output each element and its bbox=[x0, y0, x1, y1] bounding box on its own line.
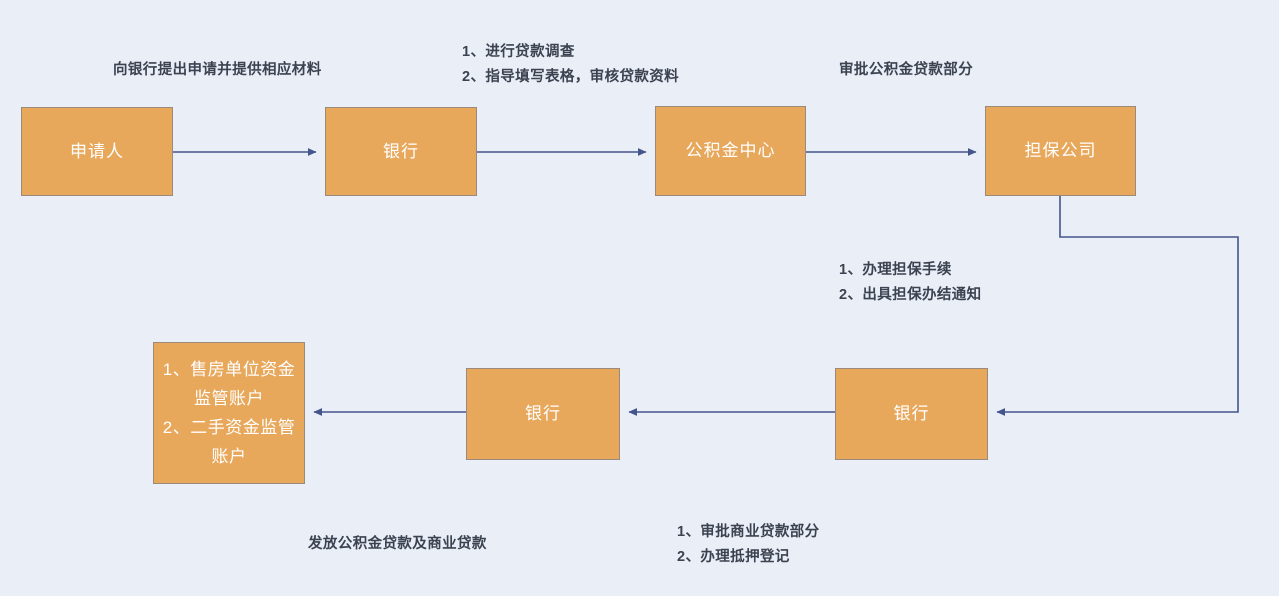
edge-label-loan-investigation: 1、进行贷款调查 2、指导填写表格，审核贷款资料 bbox=[462, 44, 680, 86]
node-bank-bottom-mid-label: 银行 bbox=[525, 404, 561, 424]
edge-label-commercial-approval: 1、审批商业贷款部分 2、办理抵押登记 bbox=[677, 524, 820, 566]
node-bank-top-label: 银行 bbox=[383, 141, 419, 161]
edge-label-disbursement: 发放公积金贷款及商业贷款 bbox=[308, 536, 487, 552]
node-fund-center-label: 公积金中心 bbox=[685, 141, 776, 161]
node-guarantee-company-label: 担保公司 bbox=[1024, 141, 1097, 161]
connector-guarantee-to-bank-bottom-right bbox=[996, 196, 1239, 416]
node-supervision-accounts-label: 1、售房单位资金监管账户 2、二手资金监管账户 bbox=[162, 359, 296, 467]
node-fund-center[interactable]: 公积金中心 bbox=[655, 106, 806, 196]
edge-label-fund-approval: 审批公积金贷款部分 bbox=[839, 62, 974, 78]
node-bank-bottom-right[interactable]: 银行 bbox=[835, 368, 988, 460]
node-supervision-accounts[interactable]: 1、售房单位资金监管账户 2、二手资金监管账户 bbox=[153, 342, 305, 484]
edge-label-guarantee-steps: 1、办理担保手续 2、出具担保办结通知 bbox=[839, 262, 982, 304]
node-bank-bottom-mid[interactable]: 银行 bbox=[466, 368, 620, 460]
node-applicant-label: 申请人 bbox=[70, 141, 124, 161]
edge-label-apply-to-bank: 向银行提出申请并提供相应材料 bbox=[113, 62, 322, 78]
node-applicant[interactable]: 申请人 bbox=[21, 107, 173, 196]
node-guarantee-company[interactable]: 担保公司 bbox=[985, 106, 1136, 196]
node-bank-bottom-right-label: 银行 bbox=[893, 404, 930, 424]
node-bank-top[interactable]: 银行 bbox=[325, 107, 477, 196]
